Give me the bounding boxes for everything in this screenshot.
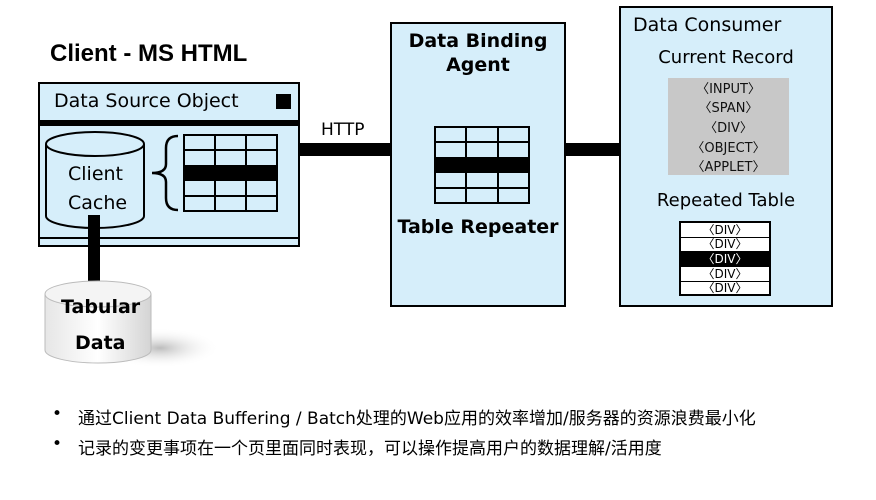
repeated-row: 〈DIV〉 <box>702 281 748 295</box>
dso-record-grid <box>183 134 278 212</box>
repeated-table-label: Repeated Table <box>656 190 796 211</box>
http-label: HTTP <box>321 120 365 140</box>
dso-title: Data Source Object <box>54 90 239 112</box>
bullet-dot: • <box>52 434 63 454</box>
current-tag-div: 〈DIV〉 <box>704 121 753 136</box>
repeated-row: 〈DIV〉 <box>681 237 769 252</box>
tabular-data-cylinder <box>44 280 220 368</box>
current-record-label: Current Record <box>658 47 794 68</box>
agent-to-consumer-connector <box>566 143 620 156</box>
client-title: Client - MS HTML <box>50 40 248 67</box>
client-cache-label-2: Cache <box>68 192 128 214</box>
client-cache-cylinder <box>45 131 145 229</box>
repeated-row-current: 〈DIV〉 <box>681 252 769 267</box>
bullet-dot: • <box>52 404 63 424</box>
current-record-tag-box: 〈INPUT〉 〈SPAN〉 〈DIV〉 〈OBJECT〉 〈APPLET〉 <box>668 78 789 175</box>
dso-bottom-line <box>38 237 300 239</box>
repeated-row: 〈DIV〉 <box>681 267 769 282</box>
tabular-data-label-1: Tabular <box>61 296 141 318</box>
tabular-data-label-2: Data <box>75 332 126 354</box>
table-repeater-label: Table Repeater <box>397 216 559 238</box>
bullet-text-1: 通过Client Data Buffering / Batch处理的Web应用的… <box>78 409 756 429</box>
client-cache-label-1: Client <box>68 163 124 185</box>
current-tag-applet: 〈APPLET〉 <box>691 160 766 175</box>
cache-to-data-connector <box>88 215 100 285</box>
dso-square-icon <box>276 94 291 109</box>
bullet-text-2: 记录的变更事项在一个页里面同时表现，可以操作提高用户的数据理解/活用度 <box>78 439 662 459</box>
consumer-title: Data Consumer <box>633 14 782 36</box>
repeated-row: 〈DIV〉 <box>681 223 769 238</box>
dso-divider <box>38 120 300 126</box>
agent-record-grid <box>434 126 530 204</box>
current-tag-object: 〈OBJECT〉 <box>691 141 766 156</box>
agent-title-2: Agent <box>446 54 510 76</box>
repeated-table: 〈DIV〉 〈DIV〉 〈DIV〉 〈DIV〉 〈DIV〉 <box>679 221 771 296</box>
agent-title-1: Data Binding <box>408 30 548 52</box>
http-connector <box>300 143 392 156</box>
brace-icon <box>151 134 179 212</box>
current-tag-span: 〈SPAN〉 <box>698 101 759 116</box>
current-tag-input: 〈INPUT〉 <box>696 82 761 97</box>
